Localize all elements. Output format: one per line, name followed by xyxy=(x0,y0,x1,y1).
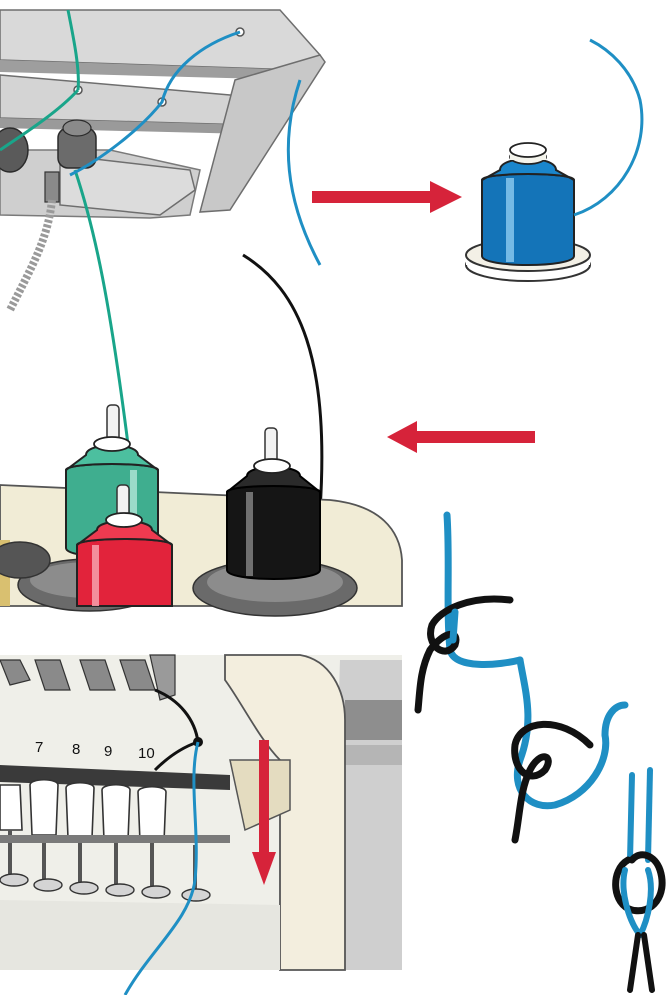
black-spool xyxy=(225,427,322,580)
machine-slot xyxy=(345,700,402,740)
blue-thread xyxy=(69,30,241,177)
black-thread xyxy=(242,253,324,511)
knot-step-3 xyxy=(612,767,666,993)
knot-step-2 xyxy=(511,656,629,844)
blue-spool xyxy=(465,38,644,282)
arrow-down xyxy=(252,740,276,885)
black-thread xyxy=(154,688,200,743)
guide-bar-front xyxy=(59,154,196,216)
green-thread xyxy=(66,9,80,91)
blue-thread xyxy=(573,38,644,217)
guide-rail xyxy=(199,54,326,213)
guide-bar-top xyxy=(0,9,322,71)
blue-thread xyxy=(123,741,200,995)
tension-post xyxy=(44,171,60,203)
needle-number-7: 7 xyxy=(35,739,43,756)
spring-tube xyxy=(6,199,56,312)
guide-bar-middle-edge xyxy=(0,118,250,134)
middle-panel xyxy=(0,404,403,617)
bottom-panel: 7 8 9 10 xyxy=(0,654,402,995)
take-up-levers xyxy=(0,778,167,843)
guide-bar-top-edge xyxy=(0,60,300,80)
spool-disc xyxy=(0,541,51,579)
machine-slot xyxy=(345,745,402,765)
arrow-left xyxy=(387,421,535,453)
tension-knob-cap xyxy=(62,119,92,137)
top-panel xyxy=(0,9,326,461)
needle-number-9: 9 xyxy=(104,743,112,760)
needle-number-10: 10 xyxy=(138,745,155,762)
needle-number-8: 8 xyxy=(72,741,80,758)
tension-knob xyxy=(0,127,29,173)
arrow-right xyxy=(312,181,462,213)
red-spool xyxy=(75,484,174,607)
green-thread xyxy=(73,169,132,461)
knot-sequence xyxy=(414,511,666,993)
green-thread xyxy=(0,88,80,152)
knot-step-1 xyxy=(414,511,524,714)
blue-thread xyxy=(286,79,322,266)
needle-plate xyxy=(0,900,280,970)
presser-bar xyxy=(0,835,230,843)
